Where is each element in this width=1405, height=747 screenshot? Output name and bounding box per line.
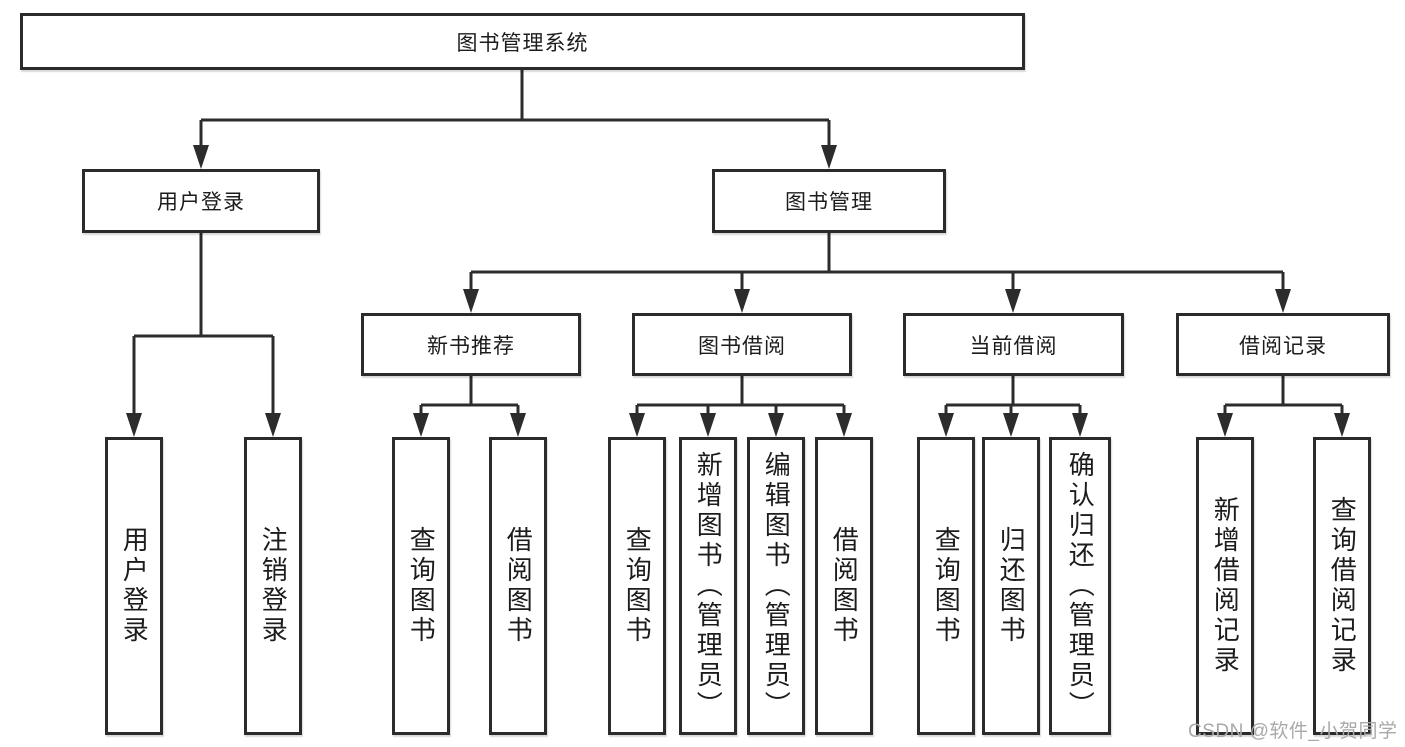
leaf-current-return-books: 归还图书 (982, 437, 1040, 735)
leaf-current-query-books: 查询图书 (917, 437, 975, 735)
arrow-down-icon (1072, 413, 1088, 437)
leaf-current-confirm-return-admin: 确认归还（管理员） (1049, 437, 1111, 735)
arrow-down-icon (734, 289, 750, 313)
arrow-down-icon (768, 413, 784, 437)
connector-new-book-recommend-to-leaves (413, 376, 526, 437)
arrow-down-icon (836, 413, 852, 437)
leaf-borrow-edit-books-admin: 编辑图书（管理员） (747, 437, 805, 735)
arrow-down-icon (510, 413, 526, 437)
node-borrow-records: 借阅记录 (1176, 313, 1390, 376)
leaf-records-add-record: 新增借阅记录 (1196, 437, 1254, 735)
leaf-borrow-query-books: 查询图书 (608, 437, 666, 735)
connector-root-to-level2 (193, 70, 837, 169)
arrow-down-icon (700, 413, 716, 437)
arrow-down-icon (126, 413, 142, 437)
arrow-down-icon (463, 289, 479, 313)
node-book-management: 图书管理 (712, 169, 946, 233)
arrow-down-icon (1005, 289, 1021, 313)
leaf-newbooks-query-books: 查询图书 (392, 437, 450, 735)
arrow-down-icon (1275, 289, 1291, 313)
arrow-down-icon (1003, 413, 1019, 437)
leaf-borrow-borrow-books: 借阅图书 (815, 437, 873, 735)
connector-book-borrow-to-leaves (629, 376, 852, 437)
node-root-library-system: 图书管理系统 (20, 13, 1025, 70)
arrow-down-icon (629, 413, 645, 437)
leaf-newbooks-borrow-books: 借阅图书 (489, 437, 547, 735)
node-user-login: 用户登录 (82, 169, 320, 233)
arrow-down-icon (193, 145, 209, 169)
connector-current-borrow-to-leaves (938, 376, 1088, 437)
leaf-logout-login: 注销登录 (244, 437, 302, 735)
leaf-user-login: 用户登录 (105, 437, 163, 735)
connector-book-management-to-level3 (463, 233, 1291, 313)
arrow-down-icon (821, 145, 837, 169)
node-new-book-recommend: 新书推荐 (361, 313, 581, 376)
connector-user-login-to-leaves (126, 233, 281, 437)
leaf-records-query-record: 查询借阅记录 (1313, 437, 1371, 735)
connector-borrow-records-to-leaves (1217, 376, 1350, 437)
leaf-borrow-add-books-admin: 新增图书（管理员） (679, 437, 737, 735)
arrow-down-icon (265, 413, 281, 437)
node-book-borrow: 图书借阅 (632, 313, 852, 376)
arrow-down-icon (1217, 413, 1233, 437)
arrow-down-icon (938, 413, 954, 437)
arrow-down-icon (1334, 413, 1350, 437)
arrow-down-icon (413, 413, 429, 437)
csdn-watermark: CSDN @软件_小贺同学 (1188, 721, 1398, 742)
node-current-borrow: 当前借阅 (903, 313, 1124, 376)
